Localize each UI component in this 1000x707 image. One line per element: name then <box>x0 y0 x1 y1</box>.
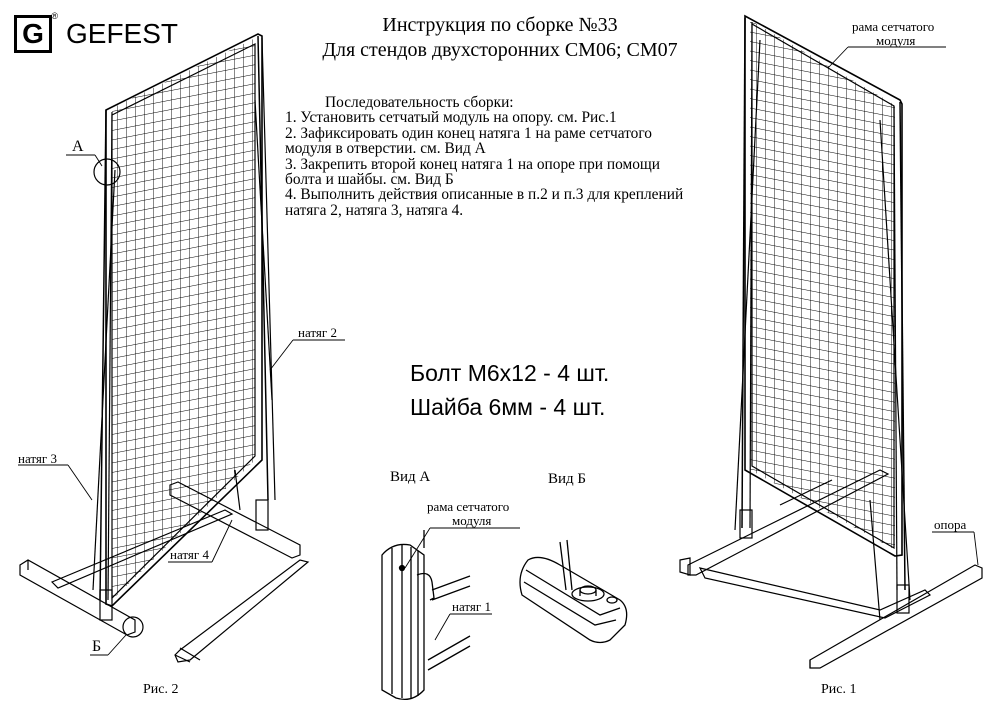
washer-count: Шайба 6мм - 4 шт. <box>410 394 606 420</box>
hardware-list: Болт М6х12 - 4 шт. Шайба 6мм - 4 шт. <box>410 356 609 424</box>
mesh-frame-label: рама сетчатого <box>852 19 935 34</box>
page-title: Инструкция по сборке №33 <box>382 14 618 36</box>
tie-3-label: натяг 3 <box>18 451 57 466</box>
view-a-frame-label: рама сетчатого <box>427 499 510 514</box>
view-a-frame-label-2: модуля <box>452 513 492 528</box>
step-line: 4. Выполнить действия описанные в п.2 и … <box>285 186 684 204</box>
page-subtitle: Для стендов двухсторонних СМ06; СМ07 <box>322 39 678 61</box>
view-b-letter: Б <box>577 471 587 487</box>
assembly-steps: Последовательность сборки: 1. Установить… <box>285 94 745 219</box>
figure-2-caption: Рис. 2 <box>143 682 179 697</box>
figure-2-stand <box>19 33 310 663</box>
figure-1-stand <box>679 14 983 669</box>
logo-name: GEFEST <box>66 18 179 49</box>
figure-2-leaders <box>18 154 345 656</box>
step-line: 2. Зафиксировать один конец натяга 1 на … <box>285 124 652 142</box>
detail-b-label: Б <box>92 638 102 655</box>
step-line: натяга 2, натяга 3, натяга 4. <box>285 201 464 219</box>
view-a-detail <box>381 530 471 701</box>
registered-mark: ® <box>51 11 58 21</box>
logo-letter: G <box>22 18 44 49</box>
view-a-tie-1-label: натяг 1 <box>452 599 491 614</box>
figure-1-caption: Рис. 1 <box>821 682 857 697</box>
view-b-title: Вид Б <box>548 472 586 487</box>
step-line: модуля в отверстии. см. Вид А <box>285 140 486 158</box>
tie-4-label: натяг 4 <box>170 547 209 562</box>
mesh-frame-label-2: модуля <box>876 33 916 48</box>
view-a-leaders <box>404 527 520 641</box>
step-line: 3. Закрепить второй конец натяга 1 на оп… <box>285 155 661 173</box>
step-line: 1. Установить сетчатый модуль на опору. … <box>285 109 617 127</box>
brand-logo: G ® GEFEST <box>14 12 179 54</box>
view-a-title: Вид А <box>390 470 430 485</box>
bolt-count: Болт М6х12 - 4 шт. <box>410 360 610 386</box>
view-b-prefix: Вид <box>548 471 578 487</box>
logo-mark: G ® <box>14 12 58 53</box>
view-b-detail <box>519 539 628 644</box>
detail-a-label: А <box>72 138 84 155</box>
step-line: болта и шайбы. см. Вид Б <box>285 171 454 189</box>
tie-2-label: натяг 2 <box>298 325 337 340</box>
figure-1-leaders <box>827 46 979 566</box>
view-a-prefix: Вид <box>390 469 420 485</box>
view-a-letter: А <box>419 469 431 485</box>
support-label: опора <box>934 517 967 532</box>
steps-header: Последовательность сборки: <box>325 94 514 111</box>
